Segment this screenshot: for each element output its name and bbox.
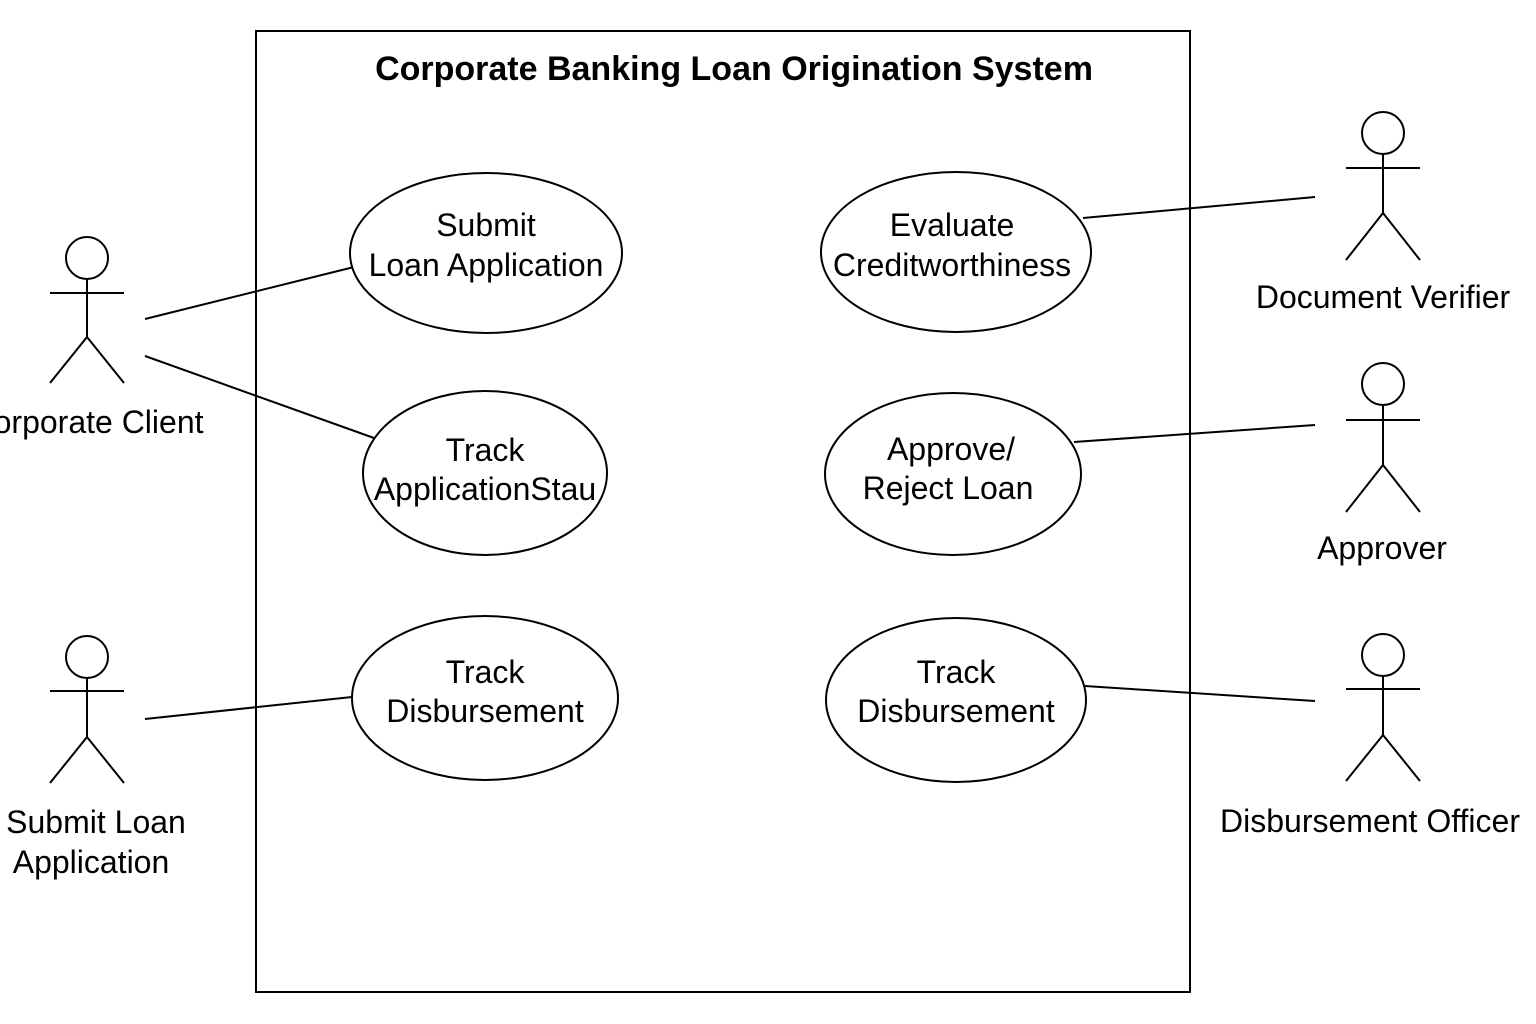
- use-case-ellipse: [351, 615, 619, 781]
- use-case-track-disbursement-left[interactable]: Track Disbursement: [351, 615, 619, 781]
- use-case-label-line1: Approve/: [887, 431, 1015, 467]
- use-case-ellipse: [820, 171, 1092, 333]
- actor-label-line1: Submit Loan: [6, 804, 186, 840]
- actor-approver[interactable]: Approver: [1317, 362, 1447, 566]
- association-client-track-status: [144, 355, 375, 439]
- actor-disbursement-officer[interactable]: Disbursement Officer: [1220, 633, 1520, 839]
- use-case-label-line1: Submit: [436, 207, 536, 243]
- stick-figure-icon: [1345, 362, 1421, 513]
- use-case-label-line2: ApplicationStau: [374, 471, 596, 507]
- association-approver-approve: [1073, 424, 1316, 443]
- actor-document-verifier[interactable]: Document Verifier: [1256, 111, 1511, 315]
- use-case-label-line1: Evaluate: [890, 207, 1015, 243]
- system-boundary: [255, 30, 1191, 993]
- use-case-label-line2: Reject Loan: [863, 470, 1034, 506]
- use-case-label-line2: Loan Application: [369, 247, 604, 283]
- use-case-ellipse: [349, 172, 623, 334]
- actor-label: Corporate Client: [0, 404, 204, 440]
- association-officer-track-disbursement: [1084, 685, 1316, 702]
- use-case-label-line1: Track: [917, 654, 997, 690]
- use-case-label-line2: Disbursement: [386, 693, 584, 729]
- actor-label: Approver: [1317, 530, 1447, 566]
- use-case-track-application-status[interactable]: Track ApplicationStau: [362, 390, 608, 556]
- actor-label-line2: Application: [13, 844, 170, 880]
- use-case-submit-loan-application[interactable]: Submit Loan Application: [349, 172, 623, 334]
- actor-submit-loan-application[interactable]: Submit Loan Application: [6, 635, 186, 880]
- use-case-approve-reject-loan[interactable]: Approve/ Reject Loan: [824, 392, 1082, 556]
- stick-figure-icon: [49, 236, 125, 384]
- use-case-ellipse: [825, 617, 1087, 783]
- actor-label: Document Verifier: [1256, 279, 1511, 315]
- use-case-label-line1: Track: [446, 654, 526, 690]
- use-case-ellipse: [362, 390, 608, 556]
- association-client-submit: [144, 266, 355, 320]
- system-title: Corporate Banking Loan Origination Syste…: [375, 50, 1093, 88]
- actor-label: Disbursement Officer: [1220, 803, 1520, 839]
- use-case-label-line1: Track: [446, 432, 526, 468]
- stick-figure-icon: [1345, 633, 1421, 782]
- use-case-label-line2: Disbursement: [857, 693, 1055, 729]
- use-case-ellipse: [824, 392, 1082, 556]
- stick-figure-icon: [1345, 111, 1421, 261]
- use-case-track-disbursement-right[interactable]: Track Disbursement: [825, 617, 1087, 783]
- actor-corporate-client[interactable]: Corporate Client: [0, 236, 204, 440]
- stick-figure-icon: [49, 635, 125, 784]
- use-case-label-line2: Creditworthiness: [833, 247, 1071, 283]
- use-case-evaluate-creditworthiness[interactable]: Evaluate Creditworthiness: [820, 171, 1092, 333]
- association-verifier-evaluate: [1082, 196, 1316, 219]
- association-submit-actor-track-disbursement: [144, 696, 353, 720]
